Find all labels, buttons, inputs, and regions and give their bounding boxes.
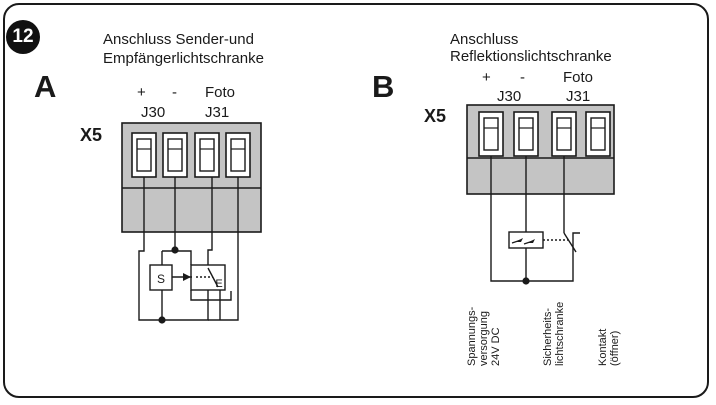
diagram-a-title-line1: Anschluss Sender-und	[103, 31, 254, 48]
diagram-b-j31: J31	[566, 88, 591, 105]
junction-a-top	[171, 246, 179, 254]
terminal-block-b	[466, 104, 615, 195]
sender-label: S	[157, 272, 165, 286]
diagram-a-pin-plus: +	[137, 84, 146, 101]
terminal-a-slot-3	[194, 132, 220, 178]
diagram-b-title-line1: Anschluss	[450, 31, 519, 48]
terminal-a-slot-1	[131, 132, 157, 178]
diagram-b-pin-minus: -	[520, 69, 525, 86]
diagram-a-letter: A	[34, 69, 57, 104]
diagram-a-terminal-label: X5	[80, 125, 103, 145]
diagram-b-terminal-label: X5	[424, 106, 447, 126]
diagram-b-title-line2: Reflektionslichtschranke	[450, 48, 612, 65]
diagram-frame	[3, 3, 709, 398]
diagram-a-j31: J31	[205, 104, 230, 121]
receiver-label: E	[215, 278, 222, 290]
diagram-a-pin-minus: -	[172, 84, 177, 101]
figure-number-badge: 12	[6, 20, 40, 54]
diagram-b-pin-plus: +	[482, 69, 491, 86]
terminal-b-slot-3	[551, 111, 577, 157]
diagram-b-j30: J30	[497, 88, 522, 105]
terminal-b-slot-4	[585, 111, 611, 157]
terminal-a-slot-2	[162, 132, 188, 178]
reflection-sensor-symbol	[511, 238, 535, 245]
wiring-a	[138, 177, 239, 321]
diagram-a-title-line2: Empfängerlichtschranke	[103, 50, 264, 67]
diagram-a-pin-foto: Foto	[205, 84, 236, 101]
wiring-b	[490, 156, 580, 282]
arrow-sender-to-receiver	[183, 273, 191, 281]
terminal-a-slot-4	[225, 132, 251, 178]
terminal-b-slot-1	[478, 111, 504, 157]
terminal-b-slot-2	[513, 111, 539, 157]
diagram-b-letter: B	[372, 69, 395, 104]
terminal-block-a	[121, 122, 262, 233]
diagram-b-pin-foto: Foto	[563, 69, 594, 86]
diagram-a-j30: J30	[141, 104, 166, 121]
junction-b	[522, 277, 530, 285]
junction-a-bottom	[158, 316, 166, 324]
